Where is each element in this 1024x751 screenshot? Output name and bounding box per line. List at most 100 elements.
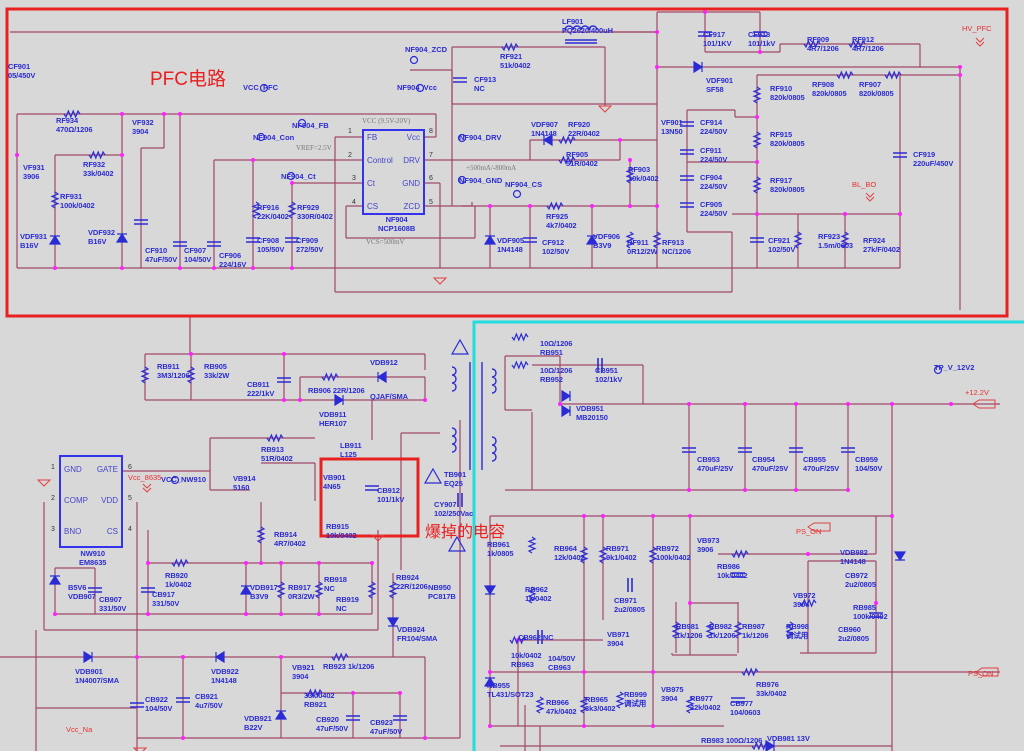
- component-value: 101/1KV: [703, 39, 732, 48]
- junction-dot: [351, 691, 355, 695]
- diode-symbol: [376, 370, 387, 384]
- component-ref: CB907: [99, 595, 122, 604]
- pin-number: 8: [429, 128, 433, 135]
- capacitor-symbol: [680, 121, 694, 127]
- component-value: 0R12/2W: [627, 247, 658, 256]
- resistor-symbol: [331, 652, 349, 662]
- capacitor-symbol: [246, 237, 260, 243]
- component-value: 1N4148: [497, 245, 523, 254]
- component-value: 1k/1206: [676, 631, 703, 640]
- capacitor-symbol: [789, 447, 803, 453]
- diode-symbol: [585, 234, 599, 245]
- component-ref: VB921: [292, 663, 315, 672]
- junction-dot: [146, 561, 150, 565]
- resistor-symbol: [535, 696, 545, 714]
- resistor-symbol: [785, 621, 795, 639]
- pin-label: FB: [367, 133, 378, 142]
- junction-dot: [398, 691, 402, 695]
- component-value: 22K/0402: [257, 212, 289, 221]
- component-value: 0R3/2W: [288, 592, 315, 601]
- component-value: 102/1kV: [595, 375, 623, 384]
- junction-dot: [290, 266, 294, 270]
- resistor-symbol: [752, 176, 762, 194]
- ic-nw910[interactable]: GND COMP BNO GATE VDD CS: [59, 455, 123, 548]
- component-ref: QJAF/SMA: [370, 392, 408, 401]
- junction-dot: [317, 561, 321, 565]
- junction-dot: [120, 112, 124, 116]
- resistor-symbol: [741, 667, 759, 677]
- component-ref: VDF932: [88, 228, 115, 237]
- net-port-label: +12.2V: [965, 388, 989, 397]
- net-port-label: PS_ON: [968, 669, 994, 678]
- capacitor-symbol: [457, 493, 463, 507]
- component-value: 51R/0402: [566, 159, 598, 168]
- blown-capacitor-highlight-box: [319, 457, 420, 538]
- resistor-symbol: [367, 581, 377, 599]
- component-ref: RF908: [812, 80, 835, 89]
- junction-dot: [655, 204, 659, 208]
- component-value: 2u2/0805: [845, 580, 876, 589]
- component-ref: RB965: [585, 695, 608, 704]
- junction-dot: [743, 402, 747, 406]
- resistor-symbol: [140, 366, 150, 384]
- capacitor-symbol: [346, 715, 360, 721]
- resistor-symbol: [558, 155, 576, 165]
- component-value: 10k/0402: [717, 571, 748, 580]
- component-value: PC817B: [428, 592, 456, 601]
- component-ref: VDB911: [319, 410, 347, 419]
- component-ref: CF909: [296, 236, 319, 245]
- component-ref: RB977: [690, 694, 713, 703]
- component-ref: VDF931: [20, 232, 47, 241]
- component-ref: CF921: [768, 236, 791, 245]
- component-value: L125: [340, 450, 357, 459]
- capacitor-symbol: [453, 77, 467, 83]
- component-ref: RF920: [568, 120, 591, 129]
- component-ref: 33k/0402: [304, 691, 335, 700]
- ic-nf904[interactable]: FB Control Ct CS Vcc DRV GND ZCD: [362, 129, 425, 215]
- component-ref: 10Ω/1206: [540, 339, 573, 348]
- pfc-inductor-symbol: [564, 25, 598, 44]
- component-value: 4N65: [323, 482, 341, 491]
- component-ref: NB955: [487, 681, 510, 690]
- junction-dot: [582, 724, 586, 728]
- component-value: 820k/0805: [859, 89, 894, 98]
- component-ref: VDF905: [497, 236, 524, 245]
- component-ref: CB917: [152, 590, 175, 599]
- component-ref: VDB951: [576, 404, 604, 413]
- net-label: NF904_CS: [505, 180, 543, 189]
- junction-dot: [651, 514, 655, 518]
- pin-number: 5: [429, 199, 433, 206]
- net-label: NF904_GND: [459, 176, 503, 185]
- diode-symbol: [765, 739, 776, 751]
- component-ref: CF904: [700, 173, 723, 182]
- capacitor-symbol: [753, 31, 767, 37]
- resistor-symbol: [671, 621, 681, 639]
- transformer-winding: [491, 436, 497, 462]
- junction-dot: [279, 561, 283, 565]
